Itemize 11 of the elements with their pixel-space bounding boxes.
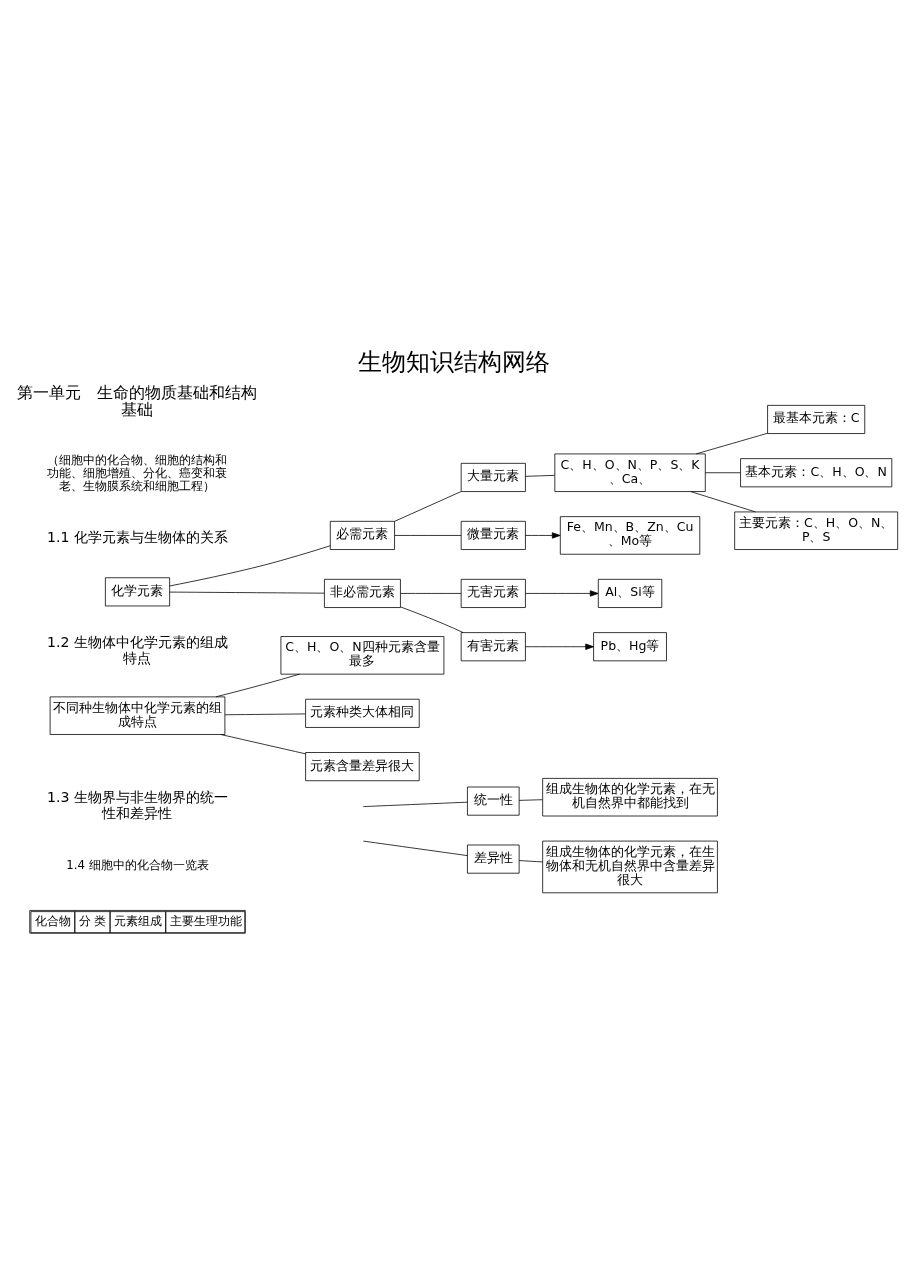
label: 第一单元 生命的物质基础和结构基础 [17,382,258,419]
label: 1.4 细胞中的化合物一览表 [66,857,209,872]
label: 化合物 [34,913,71,928]
label: 主要生理功能 [169,913,242,928]
label: （细胞中的化合物、细胞的结构和功能、细胞增殖、分化、癌变和衰老、生物膜系统和细胞工程） [47,452,228,494]
label: 1.1 化学元素与生物体的关系 [47,529,228,546]
label: 1.3 生物界与非生物界的统一性和差异性 [47,789,228,821]
label: 元素组成 [113,913,162,928]
diagram-title: 生物知识结构网络 [358,348,551,377]
label: 分 类 [78,913,107,928]
label: 1.2 生物体中化学元素的组成特点 [47,634,228,666]
